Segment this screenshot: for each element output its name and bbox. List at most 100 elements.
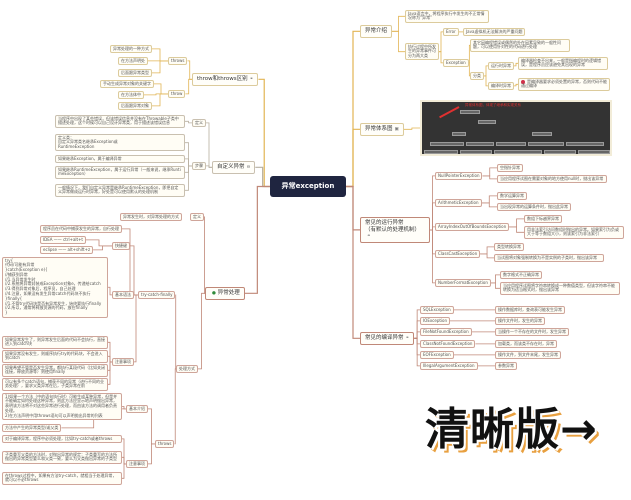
topic-label: 常见的运行异常 （有默认的处理机制） xyxy=(365,220,421,233)
custom-step[interactable]: 如果继承Exception，属于编译异常 xyxy=(55,155,185,163)
runtime-item-short[interactable]: 类型转换异常 xyxy=(494,243,524,251)
try-note[interactable]: 如果异常没有发生，则顺序执行try的代码块，不会进入到catch xyxy=(2,350,108,363)
throws-item[interactable]: 异常处理的一种方式 xyxy=(110,45,152,53)
try-catch-finally-node[interactable]: try-catch-finally xyxy=(138,291,176,299)
compile-item-desc[interactable]: 参数异常 xyxy=(495,362,517,370)
shortcut-eclipse[interactable]: eclipse —— alt+shift+z xyxy=(40,246,94,254)
compile-item-desc[interactable]: 操作文件时，发生的异常 xyxy=(495,317,545,325)
throws-notes-label[interactable]: 注意事项 xyxy=(126,460,148,468)
throws-node[interactable]: throws xyxy=(168,57,188,65)
compile-item-desc[interactable]: 操作数据库时，查询表可能发生异常 xyxy=(495,306,565,314)
topic-hierarchy[interactable]: 异常体系图▣ xyxy=(360,123,404,136)
try-catch-intro[interactable]: 程序员在代码中捕获发生的异常，自行处理 xyxy=(40,225,122,233)
connector-line xyxy=(490,282,500,289)
syntax-label[interactable]: 基本语法 xyxy=(112,291,134,299)
compile-item-sql[interactable]: SQLException xyxy=(420,306,454,314)
runtime-item-short[interactable]: 数学运算异常 xyxy=(497,192,527,200)
intro-exception[interactable]: Exception xyxy=(443,59,469,67)
compile-item-file-not-found[interactable]: FileNotFoundException xyxy=(420,328,472,336)
intro-compile[interactable]: 编译时异常 xyxy=(488,82,514,90)
throws-method-node[interactable]: throws xyxy=(155,440,175,448)
connector-line xyxy=(484,75,488,87)
throws-note[interactable]: 对于编译异常，程序中必须处理，比如try-catch或者throws xyxy=(2,435,122,443)
intro-exception-desc[interactable]: 其它因编程错误或偶然的外在因素导致的一般性问题，可以使用针对性的代码进行处理 xyxy=(470,39,570,52)
hierarchy-note: 异常体系图，体现了继承和实现关系 xyxy=(465,103,521,107)
topic-compile-exceptions[interactable]: 常见的编译异常⚭ xyxy=(360,332,415,345)
runtime-item-class-cast[interactable]: ClassCastException xyxy=(435,250,481,258)
connector-line xyxy=(206,122,212,168)
handling-methods[interactable]: 处理方式 xyxy=(176,365,198,373)
handling-definition[interactable]: 异常发生时，对异常处理的方式 xyxy=(120,213,182,221)
intro-compile-desc[interactable]: 是编译器要求必须处置的异常，否则代码不能通过编译 xyxy=(518,78,610,91)
try-note[interactable]: 如果希望不管是否发生异常，都执行某段代码（比如关闭连接，释放资源等）则使用fin… xyxy=(2,364,108,377)
shortcut-label[interactable]: 快捷键 xyxy=(112,242,130,250)
throw-item[interactable]: 后面跟异常对象 xyxy=(118,102,152,110)
connector-line xyxy=(258,78,270,188)
compile-item-desc[interactable]: 当操作一个不存在的文件时，发生异常 xyxy=(495,328,569,336)
intro-category[interactable]: 分类 xyxy=(470,72,484,80)
runtime-item-array-index[interactable]: ArrayIndexOutOfBoundsException xyxy=(435,223,510,231)
throws-intro[interactable]: 1)如果一个方法（中的语句执行时）可能生成某种异常，但是并不能确定如何处理这种异… xyxy=(2,393,122,420)
throw-item[interactable]: 在方法体中 xyxy=(118,91,144,99)
topic-throw-vs-throws[interactable]: throw和throws区别⚭ xyxy=(192,73,259,86)
throw-item[interactable]: 手动生成异常对象的关键字 xyxy=(100,80,154,88)
throws-item[interactable]: 在方法声明处 xyxy=(118,57,148,65)
diagram-box xyxy=(460,150,492,154)
try-note[interactable]: 如果异常发生了，则异常发生后面的代码不会执行，直接进入到catch块 xyxy=(2,336,108,349)
compile-item-eof[interactable]: EOFException xyxy=(420,351,454,359)
connector-line xyxy=(86,239,112,247)
compile-item-class-not-found[interactable]: ClassNotFoundException xyxy=(420,340,476,348)
throw-node[interactable]: throw xyxy=(168,90,186,98)
connector-line xyxy=(480,253,494,259)
topic-label: 异常体系图 xyxy=(365,126,393,132)
runtime-item-desc[interactable]: 当应用程序试图将字符串转换成一种数值类型，但该字符串不能转换为适当格式时，抛出该… xyxy=(500,282,620,295)
runtime-item-desc[interactable]: 用非法索引访问数组时抛出的异常。如果索引为负或大于等于数组大小，则该索引为非法索… xyxy=(524,226,624,239)
throws-type-note[interactable]: 方法中产生的异常类型/或父类 xyxy=(2,424,62,432)
diagram-box xyxy=(452,132,466,136)
throws-intro-label[interactable]: 基本介绍 xyxy=(126,405,148,413)
handling-definition-label[interactable]: 定义 xyxy=(190,213,204,221)
runtime-item-short[interactable]: 空指针异常 xyxy=(497,164,523,172)
intro-two-types[interactable]: 执行过程中所发生的异常事件可分为两大类 xyxy=(405,43,439,61)
syntax-code[interactable]: try{ 代码/可能有异常 }catch(Exception e){ //捕获到… xyxy=(2,257,108,318)
intro-error-desc[interactable]: Java虚拟机无法解决的严重问题 xyxy=(463,28,526,36)
central-topic[interactable]: 异常exception xyxy=(270,176,346,197)
compile-item-illegal-argument[interactable]: IllegalArgumentException xyxy=(420,362,478,370)
throws-note[interactable]: 子类重写父类的方法时，对抛出异常的规定：子类重写的方法所抛出的异常类型要么和父类… xyxy=(2,451,122,464)
custom-step[interactable]: 如果继承RuntimeException，属于运行异常（一般来说，继承Runti… xyxy=(55,166,185,179)
intro-definition[interactable]: Java语言中，将程序执行中发生的不正常情况称为“异常” xyxy=(405,10,489,23)
runtime-item-short[interactable]: 数组下标越界异常 xyxy=(524,215,562,223)
minus-circle-icon: ⊖ xyxy=(246,165,251,170)
intro-runtime[interactable]: 运行时异常 xyxy=(488,62,514,70)
shortcut-idea[interactable]: IDEA —— ctrl+alt+t xyxy=(40,236,86,244)
connector-line xyxy=(255,166,270,188)
compile-item-io[interactable]: IOException xyxy=(420,317,451,325)
custom-steps-label[interactable]: 步骤 xyxy=(192,162,206,170)
custom-definition[interactable]: 当程序中出现了某些错误，但该错误信息并没有在Throwable子类中描述处理，这… xyxy=(55,115,185,128)
compile-item-desc[interactable]: 操作文件，到文件末尾，发生异常 xyxy=(495,351,561,359)
topic-exception-handling[interactable]: ● 异常处理 xyxy=(205,287,245,300)
connector-line xyxy=(468,62,470,77)
custom-definition-label[interactable]: 定义 xyxy=(192,119,206,127)
runtime-item-desc[interactable]: 当试图将对象强制转换为不是实例的子类时，抛出该异常 xyxy=(494,254,604,262)
custom-step[interactable]: 一般情况下，我们自定义异常是继承RuntimeException，即把自定义异常… xyxy=(55,184,185,197)
topic-runtime-exceptions[interactable]: 常见的运行异常 （有默认的处理机制）⚭ xyxy=(360,217,430,243)
runtime-item-desc[interactable]: 当应用程序试图在需要对象的地方使用null时，抛出该异常 xyxy=(497,175,607,183)
try-note[interactable]: 可以有多个catch语句，捕获不同的异常（进行不同的业务处理），要求父类异常在后… xyxy=(2,378,108,391)
runtime-item-short[interactable]: 数字格式不正确异常 xyxy=(500,271,542,279)
topic-custom-exception[interactable]: 自定义异常⊖ xyxy=(212,161,256,174)
hierarchy-diagram-image[interactable] xyxy=(420,100,612,156)
topic-exception-intro[interactable]: 异常介绍 xyxy=(360,25,393,38)
runtime-item-npe[interactable]: NullPointerException xyxy=(435,172,483,180)
throws-note[interactable]: 在throws过程中，如果有方法try-catch，就相当于处理异常，就可以不必… xyxy=(2,472,122,485)
intro-error[interactable]: Error xyxy=(443,28,459,36)
throws-item[interactable]: 后面跟异常类型 xyxy=(118,69,152,77)
custom-step[interactable]: 定义类： 自定义异常类名继承Exception或 RuntimeExceptio… xyxy=(55,134,185,152)
compile-item-desc[interactable]: 加载类，而该类不存在时，异常 xyxy=(495,340,557,348)
runtime-item-arithmetic[interactable]: ArithmeticException xyxy=(435,199,482,207)
try-notes-label[interactable]: 注意事项 xyxy=(112,358,134,366)
intro-runtime-desc[interactable]: 编译器检查不出来，一般是指编程时的逻辑错误，是程序员应该避免其出现的异常 xyxy=(518,57,608,70)
runtime-item-number-format[interactable]: NumberFormatException xyxy=(435,279,491,287)
runtime-item-desc[interactable]: 当出现异常的运算条件时，抛出此异常 xyxy=(497,203,571,211)
